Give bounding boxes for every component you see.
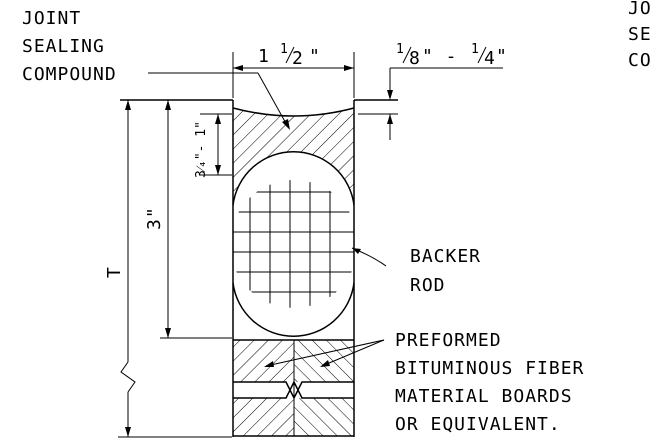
width-num: 1 xyxy=(280,42,288,57)
width-whole: 1 xyxy=(258,46,270,67)
recess-b-unit: " xyxy=(496,46,508,67)
seal-depth-label: 3⁄₄"- 1" xyxy=(194,121,209,178)
width-dimension-text: 1 1 2 " xyxy=(258,42,321,69)
t-dimension xyxy=(118,100,232,438)
three-inch-label: 3" xyxy=(144,206,165,230)
preformed-label-line1: PREFORMED xyxy=(395,330,502,351)
width-unit: " xyxy=(309,46,321,67)
preformed-label-line4: OR EQUIVALENT. xyxy=(395,414,561,435)
backer-rod-leader xyxy=(351,247,387,267)
recess-a-num: 1 xyxy=(396,42,404,57)
seal-depth-dimension xyxy=(200,113,232,176)
backer-rod xyxy=(232,151,355,337)
fiber-boards xyxy=(233,339,354,437)
clipped-label-line3: CO xyxy=(628,50,652,71)
recess-dimension-text: 1 8 " - 1 4 " xyxy=(396,42,508,69)
clipped-label-line2: SE xyxy=(628,24,652,45)
preformed-label-line2: BITUMINOUS FIBER xyxy=(395,358,584,379)
preformed-leaders xyxy=(264,339,385,367)
compound-leader xyxy=(148,72,290,130)
compound-label-line2: SEALING xyxy=(22,36,105,57)
width-dimension xyxy=(232,52,355,98)
clipped-label-line1: JO xyxy=(628,0,652,19)
backer-label-line1: BACKER xyxy=(410,246,481,267)
recess-a-den: 8 xyxy=(409,48,421,69)
recess-b-den: 4 xyxy=(484,48,496,69)
backer-label-line2: ROD xyxy=(410,275,446,296)
three-inch-dimension xyxy=(160,100,232,339)
recess-dimension xyxy=(358,67,503,140)
recess-b-num: 1 xyxy=(471,42,479,57)
recess-a-unit: " - xyxy=(422,46,469,67)
width-den: 2 xyxy=(292,48,304,69)
preformed-label-line3: MATERIAL BOARDS xyxy=(395,386,573,407)
compound-label-line1: JOINT xyxy=(22,8,81,29)
compound-label-line3: COMPOUND xyxy=(22,64,117,85)
t-label: T xyxy=(104,266,125,278)
